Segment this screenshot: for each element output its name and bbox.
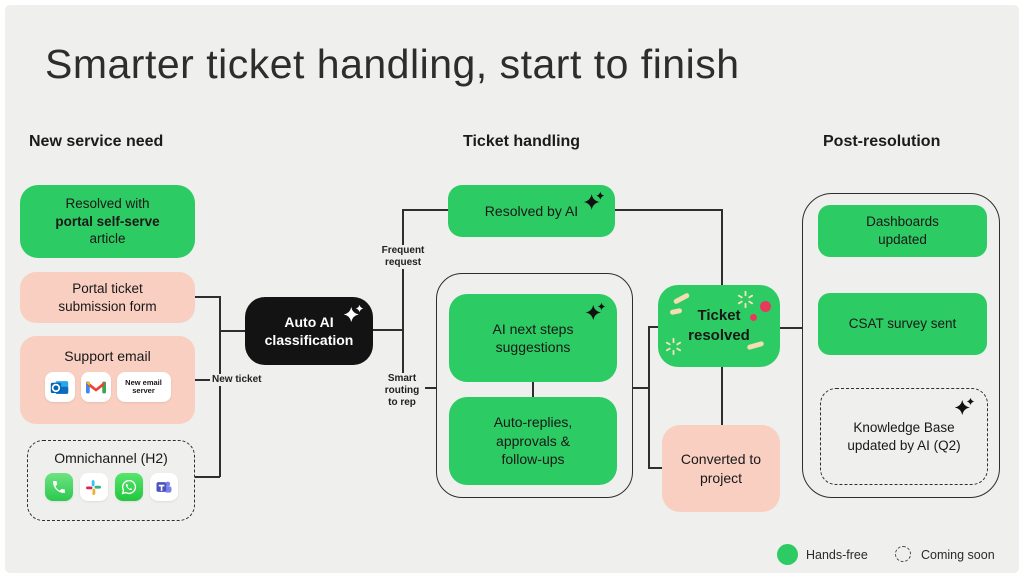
confetti-dot bbox=[750, 314, 757, 321]
connector-line bbox=[532, 382, 534, 397]
column-header-ticket-handling: Ticket handling bbox=[463, 133, 581, 150]
node-text-line: Resolved with bbox=[65, 195, 150, 211]
connector-line bbox=[721, 367, 723, 425]
node-text: AI next steps suggestions bbox=[492, 320, 574, 355]
node-auto-replies: Auto-replies, approvals & follow-ups bbox=[449, 397, 617, 485]
confetti-dot bbox=[760, 301, 771, 312]
node-text-line: portal self-serve bbox=[55, 213, 160, 229]
node-resolved-by-ai: Resolved by AI bbox=[448, 185, 615, 237]
confetti-burst-icon bbox=[737, 291, 754, 308]
connector-line bbox=[721, 209, 723, 285]
edge-label-frequent-request: Frequent request bbox=[374, 245, 432, 269]
node-knowledge-base: Knowledge Base updated by AI (Q2) bbox=[820, 388, 988, 485]
node-ai-next-steps: AI next steps suggestions bbox=[449, 294, 617, 382]
page-title: Smarter ticket handling, start to finish bbox=[45, 41, 740, 87]
ticket-handling-container bbox=[436, 273, 633, 498]
node-dashboards-updated: Dashboards updated bbox=[818, 205, 987, 257]
node-portal-ticket-form: Portal ticket submission form bbox=[20, 272, 195, 323]
omnichannel-app-icons bbox=[44, 473, 178, 502]
gmail-icon bbox=[80, 372, 111, 403]
connector-line bbox=[195, 296, 220, 298]
post-resolution-container bbox=[802, 193, 1000, 498]
connector-line bbox=[195, 476, 220, 478]
new-email-server-chip: New email server bbox=[116, 372, 171, 403]
whatsapp-icon bbox=[114, 473, 143, 502]
hands-free-dot bbox=[777, 544, 798, 565]
node-ticket-resolved: Ticket resolved bbox=[658, 285, 780, 367]
connector-line bbox=[648, 326, 658, 328]
teams-icon bbox=[149, 473, 178, 502]
connector-line bbox=[648, 467, 662, 469]
slide-background: Smarter ticket handling, start to finish… bbox=[5, 5, 1019, 573]
connector-line bbox=[195, 379, 212, 381]
connector-line bbox=[402, 209, 404, 388]
connector-line bbox=[648, 326, 650, 468]
connector-line bbox=[633, 387, 649, 389]
legend-hands-free-label: Hands-free bbox=[806, 548, 868, 562]
node-converted-to-project: Converted to project bbox=[662, 425, 780, 512]
node-omnichannel: Omnichannel (H2) bbox=[27, 440, 195, 521]
node-csat-survey: CSAT survey sent bbox=[818, 293, 987, 355]
confetti-dash bbox=[669, 307, 683, 316]
node-support-email: Support email bbox=[20, 336, 195, 424]
coming-soon-dashed-circle bbox=[895, 546, 911, 562]
node-title: Omnichannel (H2) bbox=[54, 450, 168, 466]
slack-icon bbox=[79, 473, 108, 502]
outlook-icon bbox=[44, 372, 75, 403]
edge-label-new-ticket: New ticket bbox=[210, 374, 264, 386]
node-portal-self-serve-article: Resolved with portal self-serve article bbox=[20, 185, 195, 258]
node-text: Resolved by AI bbox=[484, 202, 579, 219]
column-header-new-service-need: New service need bbox=[29, 133, 164, 150]
node-text: Ticket resolved bbox=[688, 307, 750, 344]
confetti-dash bbox=[672, 292, 691, 305]
node-text-line: article bbox=[89, 231, 126, 247]
node-text: Auto AI classification bbox=[264, 313, 354, 348]
node-auto-ai-classification: Auto AI classification bbox=[245, 297, 373, 365]
legend-coming-soon-label: Coming soon bbox=[921, 548, 995, 562]
edge-label-smart-routing: Smart routing to rep bbox=[379, 373, 425, 409]
phone-icon bbox=[44, 473, 73, 502]
email-app-icons: New email server bbox=[44, 372, 171, 403]
node-text: Knowledge Base updated by AI (Q2) bbox=[847, 419, 961, 453]
connector-line bbox=[219, 296, 221, 477]
node-title: Support email bbox=[64, 348, 151, 364]
column-header-post-resolution: Post-resolution bbox=[823, 133, 941, 150]
connector-line bbox=[373, 329, 403, 331]
connector-line bbox=[219, 330, 245, 332]
connector-line bbox=[615, 209, 722, 211]
connector-line bbox=[402, 209, 448, 211]
connector-line bbox=[780, 327, 802, 329]
confetti-burst-icon bbox=[665, 338, 682, 355]
